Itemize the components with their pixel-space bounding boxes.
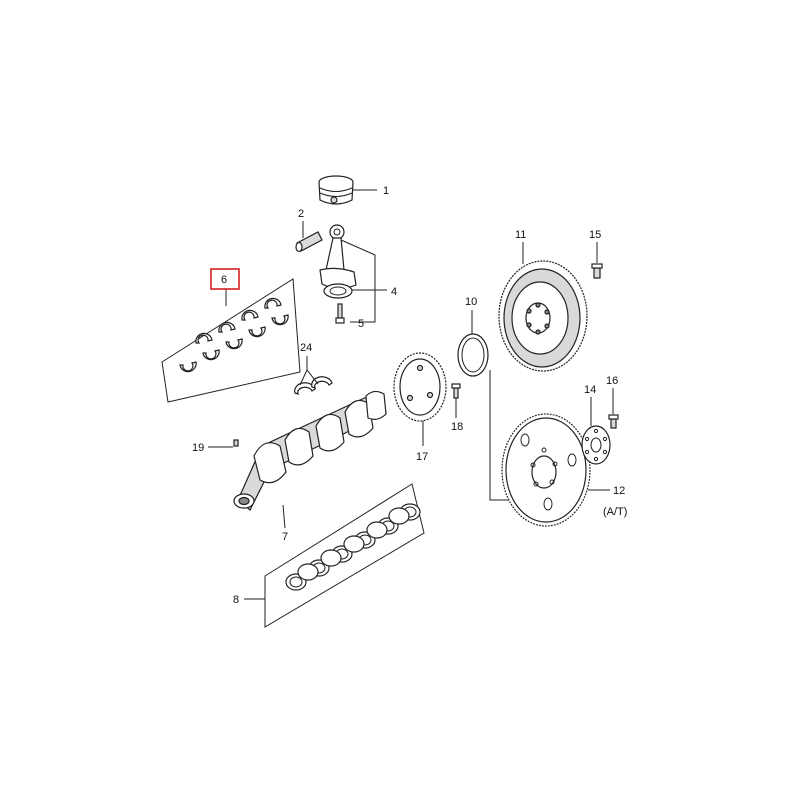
callout-24[interactable]: 24 bbox=[300, 342, 312, 354]
callout-16[interactable]: 16 bbox=[606, 375, 618, 387]
callout-14[interactable]: 14 bbox=[584, 384, 596, 396]
reluctor-ring[interactable] bbox=[393, 352, 447, 422]
callout-1[interactable]: 1 bbox=[383, 185, 389, 197]
callout-19[interactable]: 19 bbox=[192, 442, 204, 454]
drive-plate-bolt[interactable] bbox=[608, 414, 619, 429]
flywheel-bolt[interactable] bbox=[591, 263, 603, 279]
reluctor-screw[interactable] bbox=[451, 383, 461, 399]
reinforcement-plate[interactable] bbox=[581, 425, 611, 465]
callout-17[interactable]: 17 bbox=[416, 451, 428, 463]
dowel-pin[interactable] bbox=[233, 439, 239, 447]
callout-15[interactable]: 15 bbox=[589, 229, 601, 241]
callout-12[interactable]: 12 bbox=[613, 485, 625, 497]
selected-part-highlight[interactable] bbox=[210, 268, 240, 290]
main-bearing-set-frame bbox=[264, 483, 425, 628]
leader-7 bbox=[282, 504, 286, 529]
callout-2[interactable]: 2 bbox=[298, 208, 304, 220]
rod-bolt[interactable] bbox=[335, 303, 345, 324]
flywheel[interactable] bbox=[498, 260, 588, 372]
drive-plate[interactable] bbox=[501, 413, 591, 527]
callout-12-note: (A/T) bbox=[603, 506, 627, 518]
callout-8[interactable]: 8 bbox=[233, 594, 239, 606]
leader-5-group bbox=[340, 239, 376, 323]
rear-oil-seal[interactable] bbox=[457, 333, 489, 377]
rod-bearing-set-frame bbox=[161, 278, 301, 403]
piston[interactable] bbox=[318, 175, 354, 205]
callout-18[interactable]: 18 bbox=[451, 421, 463, 433]
main-bearing-shells[interactable] bbox=[285, 503, 421, 591]
callout-5[interactable]: 5 bbox=[358, 318, 364, 330]
callout-4[interactable]: 4 bbox=[391, 286, 397, 298]
callout-11[interactable]: 11 bbox=[515, 229, 526, 241]
thrust-bearing-halves[interactable] bbox=[294, 376, 333, 395]
callout-6[interactable]: 6 bbox=[221, 274, 227, 286]
connecting-rod[interactable] bbox=[319, 224, 357, 299]
piston-pin[interactable] bbox=[295, 231, 323, 253]
rod-bearing-shells[interactable] bbox=[179, 297, 289, 373]
callout-7[interactable]: 7 bbox=[282, 531, 288, 543]
crankshaft[interactable] bbox=[233, 390, 387, 511]
callout-10[interactable]: 10 bbox=[465, 296, 477, 308]
